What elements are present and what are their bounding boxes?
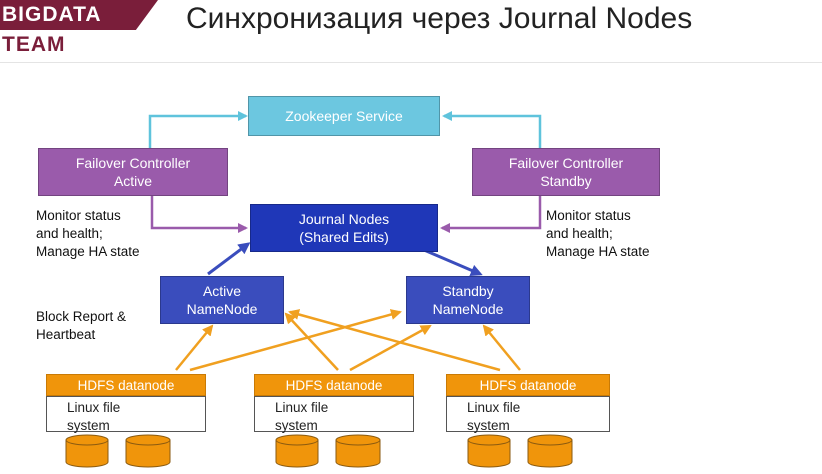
zookeeper-service-label: Zookeeper Service xyxy=(285,108,403,124)
journal-nodes-line2: (Shared Edits) xyxy=(299,229,389,245)
title-divider xyxy=(0,62,822,63)
datanode-2-filesystem: Linux file system xyxy=(254,396,414,433)
note-left-line1: Monitor status xyxy=(36,208,121,223)
logo-text-team: TEAM xyxy=(2,33,66,56)
arrow-active-nn-to-journal xyxy=(207,242,251,276)
arrow-dn2-to-standby-nn xyxy=(349,324,432,372)
arrow-fc-active-to-journal xyxy=(150,196,248,233)
disk-icon xyxy=(65,434,573,468)
failover-standby-line1: Failover Controller xyxy=(508,155,624,171)
datanode-1-fs-line1: Linux file xyxy=(67,400,121,415)
slide-title: Синхронизация через Journal Nodes xyxy=(186,2,693,35)
active-namenode-line2: NameNode xyxy=(186,301,258,317)
datanode-2-fs-line2: system xyxy=(275,418,318,433)
arrow-fc-standby-to-zookeeper xyxy=(442,111,542,148)
standby-namenode-box: Standby NameNode xyxy=(406,276,530,324)
arrow-dn3-to-standby-nn xyxy=(482,324,521,371)
datanode-3-filesystem: Linux file system xyxy=(446,396,610,433)
note-left-line2: and health; xyxy=(36,226,103,241)
datanode-3-fs-line2: system xyxy=(467,418,510,433)
logo-text-bigdata: BIGDATA xyxy=(2,3,102,26)
failover-active-line2: Active xyxy=(113,173,153,189)
failover-standby-line2: Standby xyxy=(540,173,592,189)
standby-namenode-line2: NameNode xyxy=(432,301,504,317)
standby-namenode-line1: Standby xyxy=(442,283,494,299)
datanode-1-header: HDFS datanode xyxy=(46,374,206,396)
note-monitor-left: Monitor status and health; Manage HA sta… xyxy=(36,207,140,261)
note-monitor-right: Monitor status and health; Manage HA sta… xyxy=(546,207,650,261)
failover-controller-active-box: Failover Controller Active xyxy=(38,148,228,196)
journal-nodes-line1: Journal Nodes xyxy=(298,211,390,227)
datanode-1-filesystem: Linux file system xyxy=(46,396,206,433)
arrow-dn1-to-active-nn xyxy=(175,324,214,371)
arrow-dn3-to-active-nn xyxy=(288,309,501,372)
note-right-line3: Manage HA state xyxy=(546,244,650,259)
block-report-line1: Block Report & xyxy=(36,309,127,324)
block-report-line2: Heartbeat xyxy=(36,327,96,342)
active-namenode-line1: Active xyxy=(202,283,242,299)
arrow-fc-active-to-zookeeper xyxy=(148,111,248,148)
arrow-dn1-to-standby-nn xyxy=(189,309,402,372)
datanode-1-fs-line2: system xyxy=(67,418,110,433)
datanode-2-header: HDFS datanode xyxy=(254,374,414,396)
logo-banner xyxy=(0,0,158,30)
arrow-dn2-to-active-nn xyxy=(284,312,339,371)
arrow-fc-standby-to-journal xyxy=(440,196,542,233)
note-right-line2: and health; xyxy=(546,226,613,241)
datanode-2-fs-line1: Linux file xyxy=(275,400,329,415)
datanode-3-fs-line1: Linux file xyxy=(467,400,521,415)
failover-controller-standby-box: Failover Controller Standby xyxy=(472,148,660,196)
note-block-report: Block Report & Heartbeat xyxy=(36,308,126,344)
journal-nodes-box: Journal Nodes (Shared Edits) xyxy=(250,204,438,252)
zookeeper-service-box: Zookeeper Service xyxy=(248,96,440,136)
datanode-3-header: HDFS datanode xyxy=(446,374,610,396)
note-right-line1: Monitor status xyxy=(546,208,631,223)
note-left-line3: Manage HA state xyxy=(36,244,140,259)
failover-active-line1: Failover Controller xyxy=(75,155,191,171)
active-namenode-box: Active NameNode xyxy=(160,276,284,324)
